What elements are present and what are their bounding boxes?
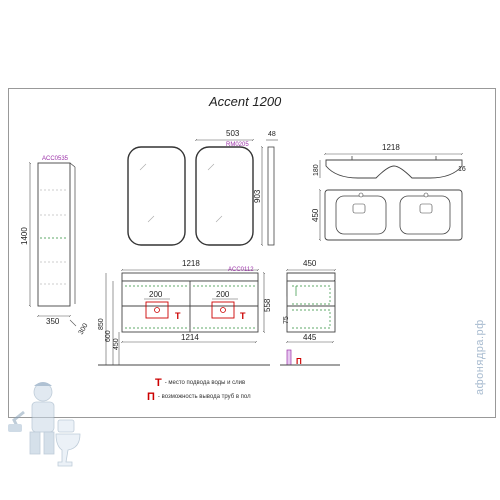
pipe-hole <box>220 307 226 313</box>
mascot-cap <box>34 382 52 386</box>
pencil-case-view: ACC0535 1400 350 300 <box>20 156 90 336</box>
cabinet-top <box>121 272 259 282</box>
pencil-case-height-label: 1400 <box>20 227 29 245</box>
drawing-title: Accent 1200 <box>209 94 282 109</box>
toilet-icon <box>55 419 81 467</box>
glass-glint <box>215 215 223 223</box>
mirror-width-label: 503 <box>226 129 240 138</box>
legend-item-floor: П- возможность вывода труб в пол <box>147 391 251 403</box>
faucet-hole <box>358 192 364 198</box>
cabinet-view: 1218 ACC0112 200 200 T T 558 <box>98 259 272 366</box>
basin-view: 1218 180 16 450 <box>311 143 466 240</box>
side-75-label: 75 <box>283 316 290 324</box>
cabinet-side <box>286 280 336 333</box>
cabinet-code: ACC0112 <box>228 267 254 273</box>
basin-lip-label: 16 <box>458 166 466 173</box>
pipe-hole <box>154 307 160 313</box>
glass-glint <box>207 163 215 171</box>
glass-glint <box>147 215 155 223</box>
basin-height-label: 180 <box>313 164 320 176</box>
drawer-right-width-label: 200 <box>216 290 230 299</box>
mirror-side <box>267 146 275 246</box>
mirror-left <box>127 146 186 246</box>
floor-pipe-marker: П <box>296 357 302 366</box>
mirror-code: RM0205 <box>226 142 249 148</box>
water-supply-marker: T <box>175 311 181 321</box>
pipe-p-icon <box>286 349 292 366</box>
drain <box>352 203 366 214</box>
side-bottom-depth-label: 445 <box>303 333 317 342</box>
basin-bowl-left <box>335 195 387 235</box>
pencil-case-code: ACC0535 <box>42 156 69 162</box>
basin-bowl-right <box>399 195 451 235</box>
mirror-right <box>195 146 254 246</box>
wrench-icon <box>8 424 22 432</box>
plumber-mascot <box>8 382 55 455</box>
drain <box>419 203 433 214</box>
drawing-frame <box>8 88 496 418</box>
pencil-case-side <box>69 162 76 168</box>
pencil-case-width-label: 350 <box>46 317 60 326</box>
legend-floor-glyph: П <box>147 391 155 403</box>
legend-water-text: - место подвода воды и слив <box>164 380 246 386</box>
basin-width-label: 1218 <box>382 143 400 152</box>
site-watermark: афонядра.рф <box>474 319 486 395</box>
glass-glint <box>139 163 147 171</box>
dim-line <box>69 319 77 327</box>
plumbing-cutout <box>145 301 169 319</box>
level-600-label: 600 <box>105 330 112 342</box>
mirror-height-label: 903 <box>253 189 262 203</box>
toilet-bowl <box>55 433 81 467</box>
drawer-left-width-label: 200 <box>149 290 163 299</box>
faucet-hole <box>423 192 429 198</box>
level-450-label: 450 <box>113 338 120 350</box>
legend-floor-text: - возможность вывода труб в пол <box>157 394 251 400</box>
cabinet-bottom-width-label: 1214 <box>181 333 199 342</box>
level-850-label: 850 <box>98 318 105 330</box>
mirror-depth-label: 48 <box>268 131 276 138</box>
mirror-view: 503 48 RM0205 903 <box>127 129 278 246</box>
cabinet-width-label: 1218 <box>182 259 200 268</box>
legend-item-water: T- место подвода воды и слив <box>155 377 245 389</box>
basin-front <box>325 159 463 179</box>
cabinet-side-view: 450 75 445 П <box>280 259 340 366</box>
side-depth-label: 450 <box>303 259 317 268</box>
pencil-case-body <box>37 162 71 307</box>
water-supply-marker: T <box>240 311 246 321</box>
legend-water-glyph: T <box>155 377 162 389</box>
toilet-tank <box>57 419 75 433</box>
cabinet-height-label: 558 <box>263 298 272 312</box>
mascot-leg <box>29 431 41 455</box>
plumbing-cutout <box>211 301 235 319</box>
mascot-body <box>31 401 55 433</box>
mascot-leg <box>43 431 55 455</box>
pencil-case-depth-label: 300 <box>78 322 90 336</box>
basin-depth-label: 450 <box>311 208 320 222</box>
